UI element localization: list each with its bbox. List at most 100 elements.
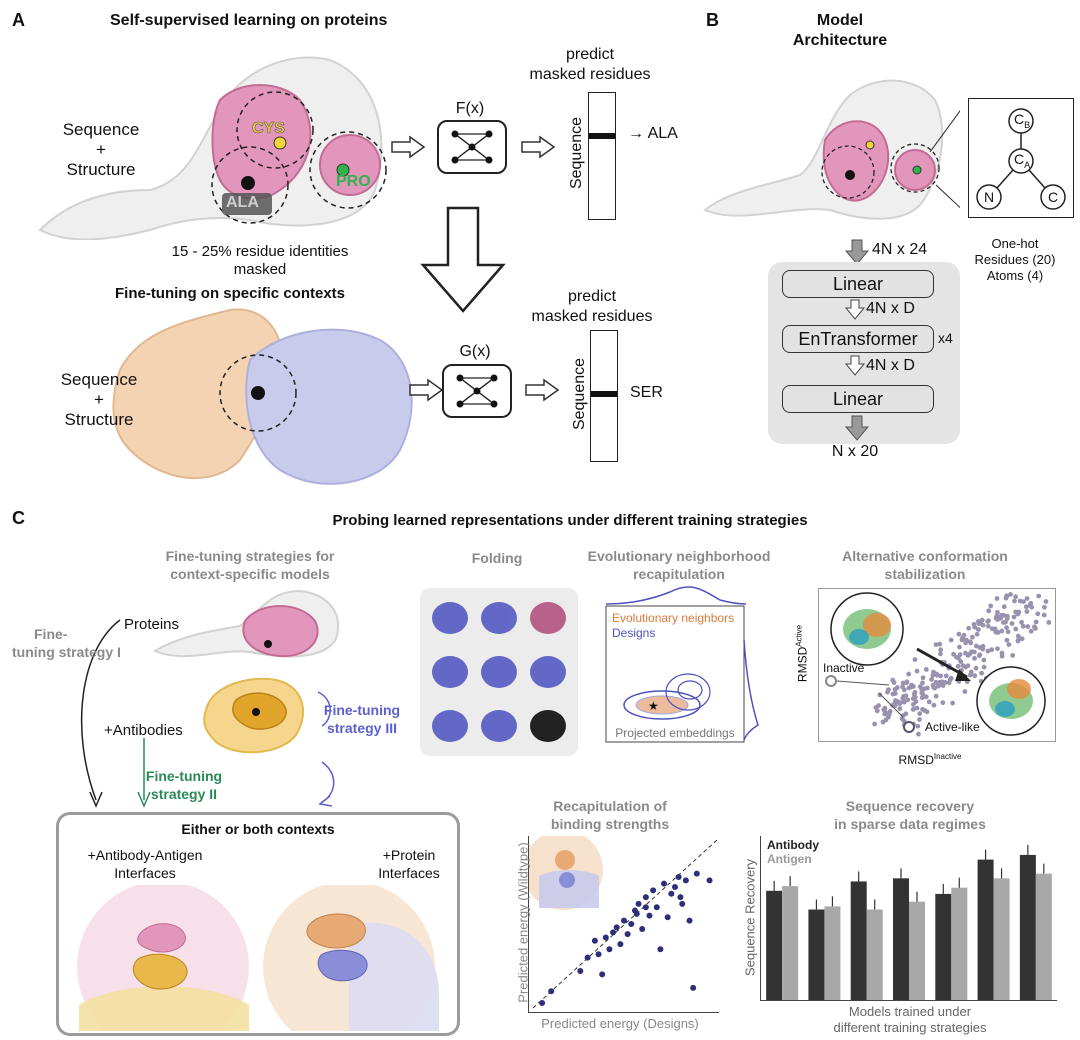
conformation-point (900, 680, 906, 686)
panel-b-letter: B (706, 10, 719, 30)
masked-position-marker-f (589, 133, 615, 139)
scatter-point (624, 931, 631, 938)
conformation-point (933, 642, 939, 648)
conformation-point (967, 672, 973, 678)
either-title: Either or both contexts (181, 821, 335, 837)
conformation-point (926, 699, 932, 705)
conformation-point (972, 624, 978, 630)
conformation-point (1003, 619, 1008, 625)
conformation-point (1004, 637, 1010, 643)
conformation-point (989, 647, 995, 653)
predict-label-line1-g: predict (567, 288, 617, 305)
protein-complex-bottom (112, 308, 413, 485)
alt-xlabel: RMSDInactive (898, 752, 962, 767)
layer-linear-1: Linear (782, 270, 934, 298)
conformation-point (957, 644, 962, 650)
conformation-point (988, 603, 994, 609)
conformation-point (872, 721, 878, 727)
conformation-point (914, 668, 920, 674)
evo-title-line1: Evolutionary neighborhood (587, 548, 771, 564)
conformation-point (986, 618, 991, 624)
alt-active-label: Active-like (925, 720, 980, 734)
predict-label-line2: masked residues (529, 66, 651, 83)
bar-antigen-1 (782, 886, 799, 1000)
conformation-point (980, 643, 986, 649)
conformation-point (940, 683, 946, 688)
conformation-point (979, 670, 985, 676)
ab-ag-line1: +Antibody-Antigen (87, 847, 203, 863)
conformation-point (981, 657, 987, 663)
arch-dim-2: 4N x D (866, 357, 915, 374)
layer-entransformer: EnTransformer (782, 325, 934, 353)
model-f-label: F(x) (455, 100, 485, 117)
conformation-point (979, 617, 985, 623)
scatter-point (679, 900, 686, 907)
scatter-point (706, 877, 713, 884)
conformation-point (1025, 624, 1031, 629)
input-label-line2-b: Structure (64, 410, 134, 429)
strategy-2-line2: strategy II (150, 786, 218, 802)
conformation-point (906, 671, 912, 677)
evo-legend-2: Designs (612, 626, 656, 640)
bind-xlabel: Predicted energy (Designs) (541, 1016, 699, 1031)
conformation-point (940, 700, 946, 706)
conformation-point (974, 631, 980, 637)
bind-title-line2: binding strengths (550, 816, 670, 832)
conformation-point (923, 667, 929, 672)
conformation-point (917, 711, 923, 716)
strategy-proteins-structure (152, 589, 340, 658)
scatter-point (621, 917, 627, 924)
arrow-to-sequence-f (521, 135, 556, 159)
bar-antibody-7 (1019, 854, 1036, 1000)
rec-xlabel-line1: Models trained under (848, 1004, 972, 1019)
model-g-label: G(x) (459, 343, 491, 360)
conformation-point (1005, 629, 1011, 635)
conformation-point (962, 689, 968, 694)
evo-title-line2: recapitulation (633, 566, 725, 582)
conformation-point (958, 659, 964, 664)
scatter-point (613, 924, 620, 931)
onehot-line2: Residues (20) (974, 252, 1056, 267)
conformation-point (929, 677, 934, 682)
conformation-point (998, 615, 1004, 621)
conformation-point (876, 703, 881, 708)
protein-structure-top (38, 56, 387, 240)
conformation-point (1028, 628, 1034, 634)
conformation-point (916, 731, 921, 737)
evo-legend-1: Evolutionary neighbors (612, 611, 735, 625)
conformation-point (1004, 616, 1010, 621)
strategies-title-line2: context-specific models (170, 566, 330, 582)
residue-ala-label: ALA (226, 194, 259, 211)
scatter-point (635, 900, 642, 907)
scatter-point (682, 877, 689, 884)
conformation-point (910, 707, 916, 712)
conformation-point (1012, 598, 1017, 604)
folding-title: Folding (471, 550, 523, 566)
conformation-point (920, 691, 926, 697)
strategy-1-line2: tuning strategy I (12, 644, 121, 660)
conformation-point (882, 711, 888, 717)
conformation-point (946, 680, 952, 686)
strategies-title-line1: Fine-tuning strategies for (165, 548, 335, 564)
conformation-point (923, 694, 929, 700)
rec-title-line1: Sequence recovery (845, 798, 975, 814)
conformation-point (1023, 604, 1029, 610)
proteins-label: Proteins (124, 616, 180, 633)
conformation-point (959, 637, 965, 643)
scatter-point (642, 894, 649, 901)
antibodies-label: +Antibodies (104, 722, 183, 739)
scatter-point (661, 880, 668, 887)
conformation-point (886, 711, 892, 717)
alt-plot-frame: Inactive Active-like (818, 588, 1056, 742)
scatter-point (650, 887, 657, 894)
conformation-point (986, 608, 992, 614)
conformation-point (1035, 611, 1041, 617)
predict-label-line1: predict (565, 46, 615, 63)
layer-linear-2: Linear (782, 385, 934, 413)
conformation-point (995, 646, 1000, 652)
conformation-point (1042, 604, 1047, 610)
scatter-point (602, 934, 609, 941)
scatter-point (664, 914, 671, 921)
conformation-point (892, 691, 898, 696)
conformation-point (976, 619, 981, 624)
